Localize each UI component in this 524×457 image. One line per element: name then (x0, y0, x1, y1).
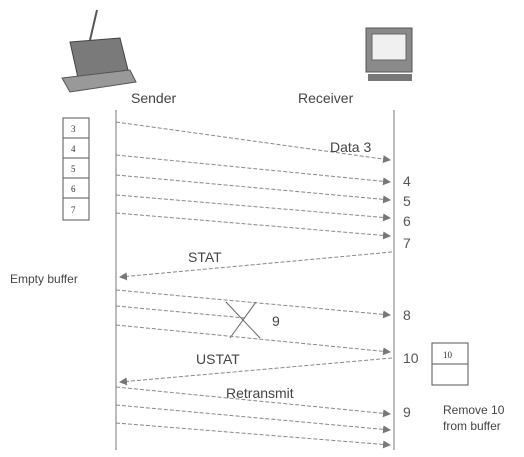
sender-buffer-item: 3 (71, 124, 76, 134)
sender-buffer-item: 7 (71, 205, 76, 215)
lost-seq-label: 9 (272, 313, 280, 329)
computer-icon (366, 28, 412, 81)
lost-mark-line (230, 302, 256, 338)
receiver-seq: 9 (403, 404, 411, 420)
laptop-icon (62, 10, 136, 92)
receiver-seq: 4 (403, 173, 411, 189)
receiver-buffer-item: 10 (443, 350, 453, 360)
data-arrow (116, 405, 390, 430)
data-arrow (116, 423, 390, 445)
data-arrow (116, 155, 390, 182)
receiver-seq: 5 (403, 193, 411, 209)
lost-arrow (116, 306, 245, 318)
receiver-seq: 7 (403, 235, 411, 251)
sender-label: Sender (131, 90, 176, 106)
data-arrow (116, 325, 390, 352)
stat-label: STAT (188, 249, 222, 265)
sender-buffer-item: 6 (71, 184, 76, 194)
data-arrow (116, 175, 390, 200)
receiver-seq: 10 (403, 350, 419, 366)
ustat-label: USTAT (196, 351, 240, 367)
sender-buffer-item: 4 (71, 144, 76, 154)
data-arrow (116, 195, 390, 218)
data-arrow (116, 213, 390, 236)
remove-note: from buffer (443, 419, 501, 433)
receiver-seq: 8 (403, 307, 411, 323)
receiver-seq: 6 (403, 213, 411, 229)
receiver-label: Receiver (298, 90, 354, 106)
empty-buffer-label: Empty buffer (10, 272, 78, 286)
data-arrow (116, 290, 390, 315)
data3-label: Data 3 (330, 139, 371, 155)
sender-buffer-item: 5 (71, 164, 76, 174)
stat-arrow (120, 252, 392, 277)
sender-buffer: 3 4 5 6 7 (63, 118, 89, 220)
ustat-arrow (120, 358, 392, 382)
receiver-buffer: 10 (432, 343, 468, 385)
remove-note: Remove 10 (443, 403, 505, 417)
